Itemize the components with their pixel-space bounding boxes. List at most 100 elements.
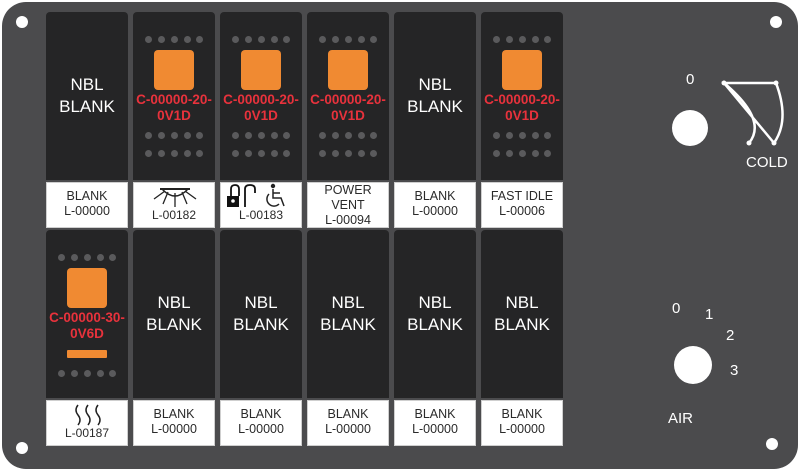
blank-face-line: NBL [418, 293, 452, 312]
blank-face-label: NBL BLANK [394, 74, 476, 118]
label-plate-line: BLANK [414, 407, 456, 421]
blank-face-label: NBL BLANK [394, 292, 476, 336]
led-dot-row [145, 36, 203, 44]
part-code: C-00000-20-0V1D [307, 92, 389, 124]
air-tick-2: 2 [726, 327, 735, 344]
label-plate-line: L-00182 [151, 208, 197, 222]
rocker-face[interactable]: NBL BLANK [46, 12, 128, 180]
mount-hole [16, 16, 28, 28]
indicator-lamp [241, 50, 281, 90]
air-label: AIR [668, 410, 694, 427]
rocker-face[interactable]: C-00000-20-0V1D [307, 12, 389, 180]
blank-face-label: NBL BLANK [46, 74, 128, 118]
part-code-line: C-00000-20- [310, 92, 386, 107]
part-code-line: C-00000-20- [484, 92, 560, 107]
part-code-line: 0V6D [70, 326, 104, 341]
blank-face-line: BLANK [59, 97, 115, 116]
temperature-knob[interactable] [672, 110, 708, 146]
label-plate-line: BLANK [414, 189, 456, 203]
led-dot-row [493, 36, 551, 44]
blank-face-line: BLANK [146, 315, 202, 334]
blank-face-line: NBL [331, 293, 365, 312]
rocker-face[interactable]: C-00000-20-0V1D [133, 12, 215, 180]
led-dot-row [232, 150, 290, 158]
rocker-face[interactable]: C-00000-30-0V6D [46, 230, 128, 398]
part-code: C-00000-30-0V6D [46, 310, 128, 342]
led-dot-row [232, 132, 290, 140]
air-knob[interactable] [674, 346, 712, 384]
blank-face-line: BLANK [407, 97, 463, 116]
part-code: C-00000-20-0V1D [133, 92, 215, 124]
rocker-face[interactable]: C-00000-20-0V1D [220, 12, 302, 180]
rocker-switch-2[interactable]: C-00000-20-0V1D L-00182 [133, 12, 215, 228]
blank-face-line: BLANK [320, 315, 376, 334]
part-code: C-00000-20-0V1D [220, 92, 302, 124]
label-plate-line: L-00187 [64, 426, 110, 440]
label-plate-line: L-00000 [64, 204, 110, 218]
label-plate-line: BLANK [153, 407, 195, 421]
label-plate-line: BLANK [327, 407, 369, 421]
blank-face-label: NBL BLANK [307, 292, 389, 336]
label-plate-line: L-00000 [325, 422, 371, 436]
led-dot-row [232, 36, 290, 44]
part-code-line: 0V1D [157, 108, 191, 123]
air-tick-0: 0 [672, 300, 681, 317]
mount-hole [16, 442, 28, 454]
blank-face-line: NBL [157, 293, 191, 312]
led-dot-row [319, 150, 377, 158]
blank-face-line: BLANK [407, 315, 463, 334]
label-plate-line: L-00000 [412, 422, 458, 436]
label-plate-line: BLANK [501, 407, 543, 421]
label-plate-line: BLANK [240, 407, 282, 421]
label-plate-line: FAST IDLE [490, 189, 554, 203]
label-plate: L-00182 [133, 182, 215, 228]
label-plate-line: VENT [331, 198, 365, 212]
part-code-line: 0V1D [244, 108, 278, 123]
led-dot-row [493, 150, 551, 158]
part-code-line: C-00000-20- [136, 92, 212, 107]
cold-label: COLD [746, 154, 788, 171]
led-dot-row [145, 150, 203, 158]
air-tick-3: 3 [730, 362, 739, 379]
rocker-switch-3[interactable]: C-00000-20-0V1D L-00183 [220, 12, 302, 228]
light-bar-icon [153, 188, 197, 207]
blank-face-line: BLANK [233, 315, 289, 334]
part-code-line: 0V1D [505, 108, 539, 123]
label-plate-line: BLANK [66, 189, 108, 203]
blank-face-line: NBL [70, 75, 104, 94]
led-dot-row [58, 370, 116, 378]
rocker-switch-7[interactable]: C-00000-30-0V6D L-00187 [46, 230, 128, 446]
rocker-face[interactable]: NBL BLANK [394, 12, 476, 180]
rocker-face[interactable]: NBL BLANK [307, 230, 389, 398]
blank-face-line: NBL [505, 293, 539, 312]
mount-hole [766, 438, 778, 450]
rocker-face[interactable]: C-00000-20-0V1D [481, 12, 563, 180]
part-code-line: C-00000-30- [49, 310, 125, 325]
led-dot-row [319, 132, 377, 140]
led-dot-row [493, 132, 551, 140]
rocker-face[interactable]: NBL BLANK [133, 230, 215, 398]
indicator-lamp [502, 50, 542, 90]
blank-face-line: NBL [418, 75, 452, 94]
label-plate-line: L-00183 [238, 208, 284, 222]
rocker-face[interactable]: NBL BLANK [394, 230, 476, 398]
